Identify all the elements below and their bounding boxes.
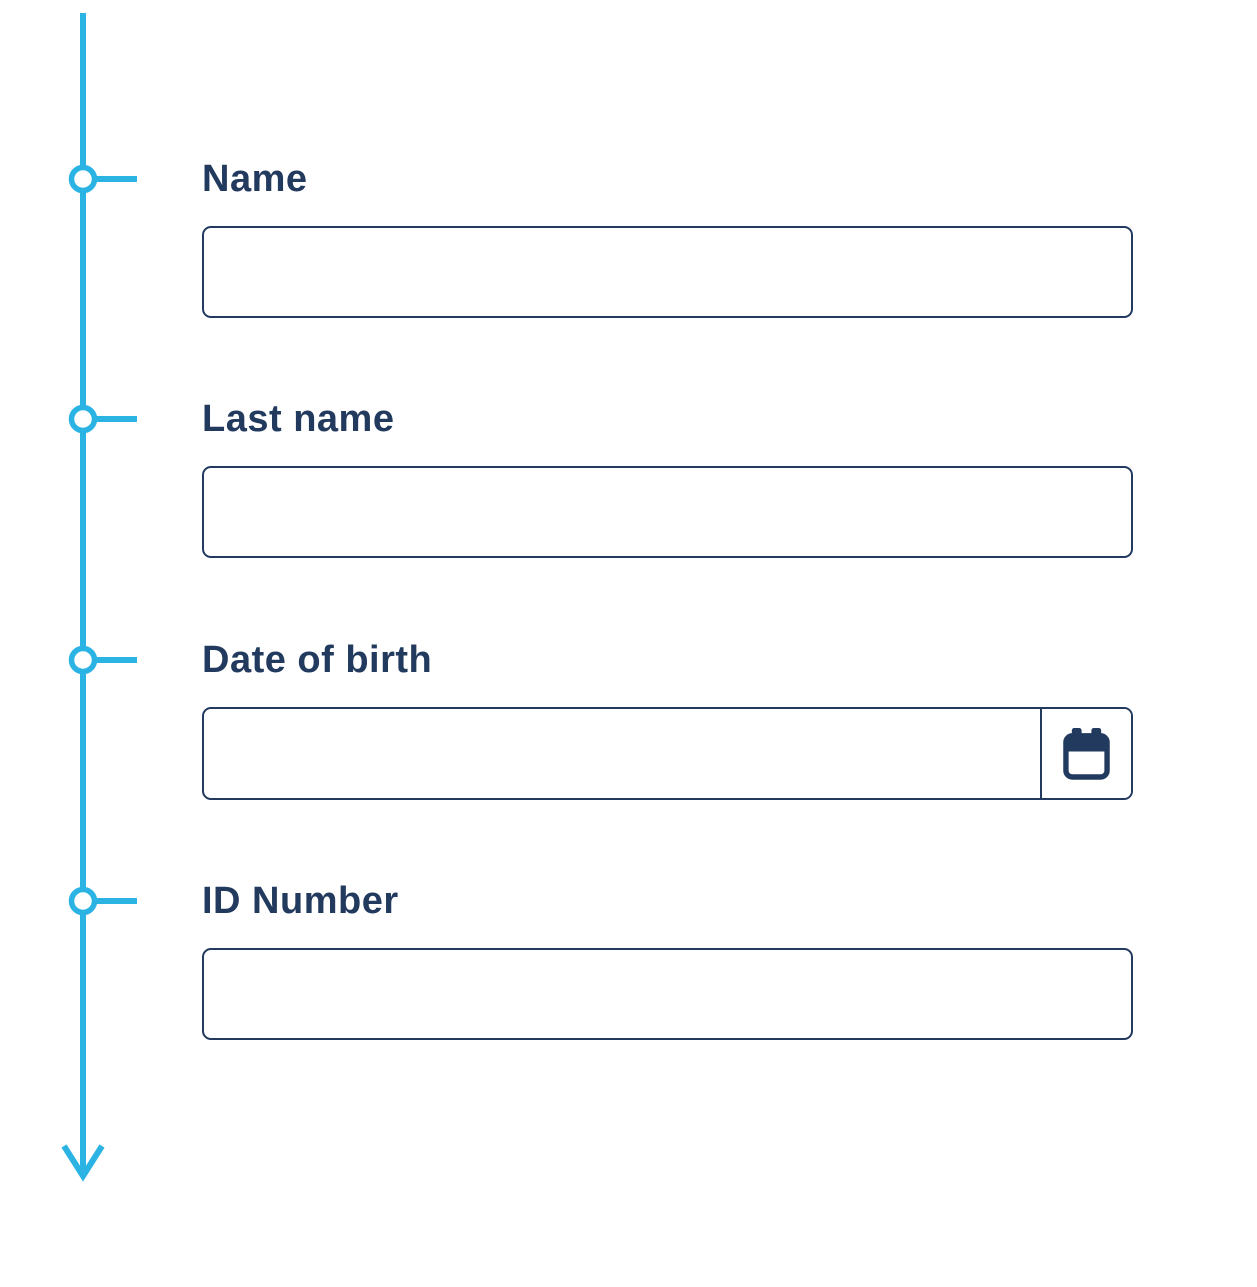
timeline-node-date-of-birth xyxy=(68,645,137,675)
field-group-name: Name xyxy=(202,156,1133,318)
timeline-node-name xyxy=(68,164,137,194)
date-of-birth-label: Date of birth xyxy=(202,639,433,681)
timeline xyxy=(61,13,137,1182)
calendar-icon xyxy=(1063,728,1110,780)
last-name-input[interactable] xyxy=(202,466,1133,558)
field-group-id-number: ID Number xyxy=(202,878,1133,1040)
date-of-birth-input-group xyxy=(202,707,1133,800)
id-number-label: ID Number xyxy=(202,880,399,922)
arrow-down-icon xyxy=(61,1144,105,1182)
date-of-birth-input[interactable] xyxy=(204,709,1040,798)
name-label: Name xyxy=(202,158,308,200)
calendar-picker-button[interactable] xyxy=(1040,709,1131,798)
field-group-last-name: Last name xyxy=(202,396,1133,558)
field-group-date-of-birth: Date of birth xyxy=(202,637,1133,800)
id-number-input[interactable] xyxy=(202,948,1133,1040)
last-name-label: Last name xyxy=(202,398,395,440)
name-input[interactable] xyxy=(202,226,1133,318)
timeline-node-id-number xyxy=(68,886,137,916)
timeline-node-last-name xyxy=(68,404,137,434)
